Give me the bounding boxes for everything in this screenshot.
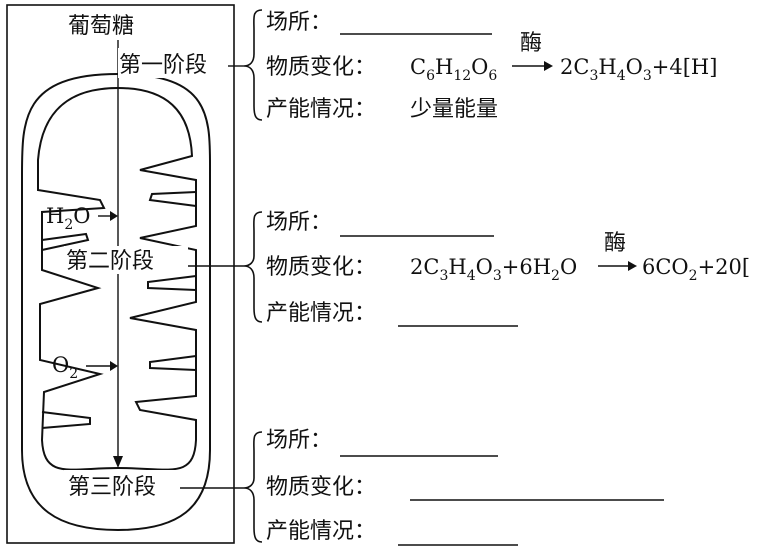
stage3-change-label: 物质变化： [266,475,376,500]
crista-right-3 [149,355,197,371]
stage1-label-bg [118,48,226,78]
stage3-label: 第三阶段 [68,475,156,500]
stage2-product-part: 6CO [642,255,689,279]
crista-left-2 [41,411,91,429]
stage2-reactant-part: 3 [493,268,502,284]
stage1-product-part: 4 [617,68,626,84]
mitochondrion-outer-membrane [21,72,212,532]
stage1-place-label: 场所： [266,10,332,35]
stage2-product-part: +20[ [698,255,751,279]
stage2-reactant-part: 4 [467,268,476,284]
glucose-label: 葡萄糖 [68,14,134,39]
stage2-brace [243,211,263,323]
stage3-energy-label: 产能情况： [266,519,376,544]
stage3-brace [243,431,263,543]
stage1-energy-label: 产能情况： [266,97,376,122]
stage1-reactant-formula: C6H12O6 [410,55,497,84]
stage2-product-part: 2 [689,268,698,284]
stage3-place-label: 场所： [266,428,332,453]
stage2-label: 第二阶段 [66,249,154,274]
cell-frame [6,4,235,544]
stage2-label-bg [64,246,188,274]
stage2-reactant-part: 2 [551,268,560,284]
stage2-reactant-part: O [560,255,577,279]
stage1-product-formula: 2C3H4O3+4[H] [560,55,717,84]
stage1-product-part: H [598,55,616,79]
stage1-brace [243,9,263,121]
stage2-reactant-part: 2C [410,255,439,279]
stage1-label: 第一阶段 [119,53,207,78]
mitochondrion-inner-membrane [37,86,197,471]
stage2-reaction-arrowhead [628,261,637,271]
pathway-arrowhead [113,456,123,468]
h2o-arrowhead [110,211,118,221]
stage1-reactant-part: 12 [453,68,471,84]
o2-label: O2 [52,353,78,382]
crista-right-2 [147,275,197,291]
h2o-label: H2O [46,204,90,233]
stage1-product-part: 2C [560,55,589,79]
stage1-reaction-arrowhead [544,61,553,71]
stage2-reactant-part: +6H [502,255,551,279]
stage1-product-part: O [626,55,643,79]
stage2-place-label: 场所： [266,210,332,235]
o2-arrowhead [110,361,118,371]
crista-right-1 [148,191,197,207]
stage1-energy-value: 少量能量 [410,97,498,122]
stage1-product-part: 3 [589,68,598,84]
stage1-reactant-part: H [435,55,453,79]
stage2-reactant-formula: 2C3H4O3+6H2O [410,255,577,284]
stage2-reactant-part: O [476,255,493,279]
stage2-change-label: 物质变化： [266,255,376,280]
stage1-enzyme-label: 酶 [520,31,542,56]
stage3-label-bg [64,470,180,500]
stage2-product-formula: 6CO2+20[ [642,255,750,284]
stage1-reactant-part: 6 [488,68,497,84]
stage2-enzyme-label: 酶 [604,231,626,256]
stage1-product-part: 3 [643,68,652,84]
stage2-reactant-part: H [448,255,466,279]
stage1-product-part: +4[H] [652,55,718,79]
crista-left-1 [41,232,90,251]
stage2-energy-label: 产能情况： [266,301,376,326]
stage1-reactant-part: O [471,55,488,79]
stage1-reactant-part: C [410,55,426,79]
stage1-reactant-part: 6 [426,68,435,84]
stage1-change-label: 物质变化： [266,55,376,80]
stage2-reactant-part: 3 [439,268,448,284]
